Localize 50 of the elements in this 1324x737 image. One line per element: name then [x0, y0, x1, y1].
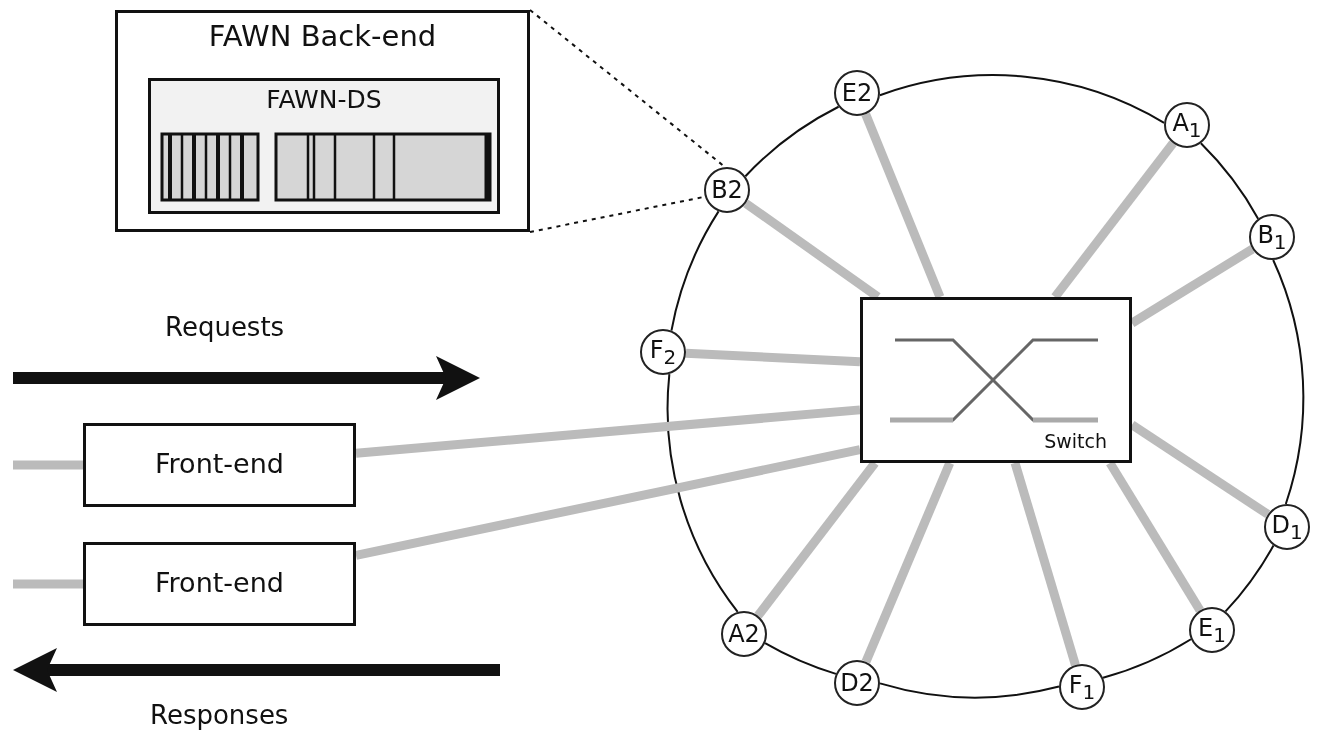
- ring-link: [878, 74, 1166, 124]
- node-label: F$_{1}$: [1068, 672, 1096, 702]
- flow-label: Responses: [150, 700, 289, 730]
- ring-node-circle: [1059, 664, 1105, 710]
- front-end-box: [83, 542, 356, 626]
- node-label: F$_{2}$: [649, 337, 677, 367]
- ring-link: [1224, 544, 1275, 613]
- ring-node-circle: [704, 167, 750, 213]
- box-label: Front-end: [155, 448, 284, 479]
- node-label: D$_{1}$: [1271, 512, 1303, 542]
- ring-link: [879, 682, 1060, 699]
- ring-link: [1199, 142, 1260, 220]
- input-line: [13, 579, 83, 589]
- ring-node-circle: [1189, 607, 1235, 653]
- switch-box: [860, 297, 1132, 463]
- back-end-box: [115, 10, 530, 232]
- ring-link: [1102, 638, 1192, 679]
- ring-link: [1272, 258, 1304, 506]
- box-title: FAWN Back-end: [208, 19, 437, 53]
- input-line: [13, 460, 83, 470]
- link-line: [861, 461, 954, 664]
- ring-node-circle: [1264, 504, 1310, 550]
- node-label: E$_{1}$: [1198, 615, 1226, 645]
- node-label: D2: [840, 671, 874, 695]
- ring-node-circle: [834, 70, 880, 116]
- ring-link: [744, 105, 840, 178]
- ring-node-circle: [834, 660, 880, 706]
- ring-link: [764, 642, 837, 675]
- node-label: B$_{1}$: [1257, 222, 1287, 252]
- ring-node-circle: [1249, 214, 1295, 260]
- flow-label: Requests: [165, 312, 285, 342]
- ring-node-circle: [721, 611, 767, 657]
- ring-link: [666, 373, 739, 613]
- node-label: B2: [711, 178, 743, 202]
- box-label: Switch: [1044, 430, 1107, 452]
- link-line: [355, 405, 861, 458]
- node-label: A2: [728, 622, 760, 646]
- ring-node-circle: [1164, 102, 1210, 148]
- node-label: A$_{1}$: [1172, 110, 1202, 140]
- ring-node-circle: [640, 329, 686, 375]
- link-line: [861, 112, 945, 299]
- box-title: FAWN-DS: [266, 85, 382, 114]
- front-end-box: [83, 423, 356, 507]
- box-label: Front-end: [155, 567, 284, 598]
- link-line: [355, 445, 861, 560]
- data-store-box: [148, 78, 500, 214]
- link-line: [1010, 461, 1080, 667]
- node-label: E2: [841, 81, 873, 105]
- link-line: [685, 348, 861, 367]
- ring-link: [670, 210, 720, 332]
